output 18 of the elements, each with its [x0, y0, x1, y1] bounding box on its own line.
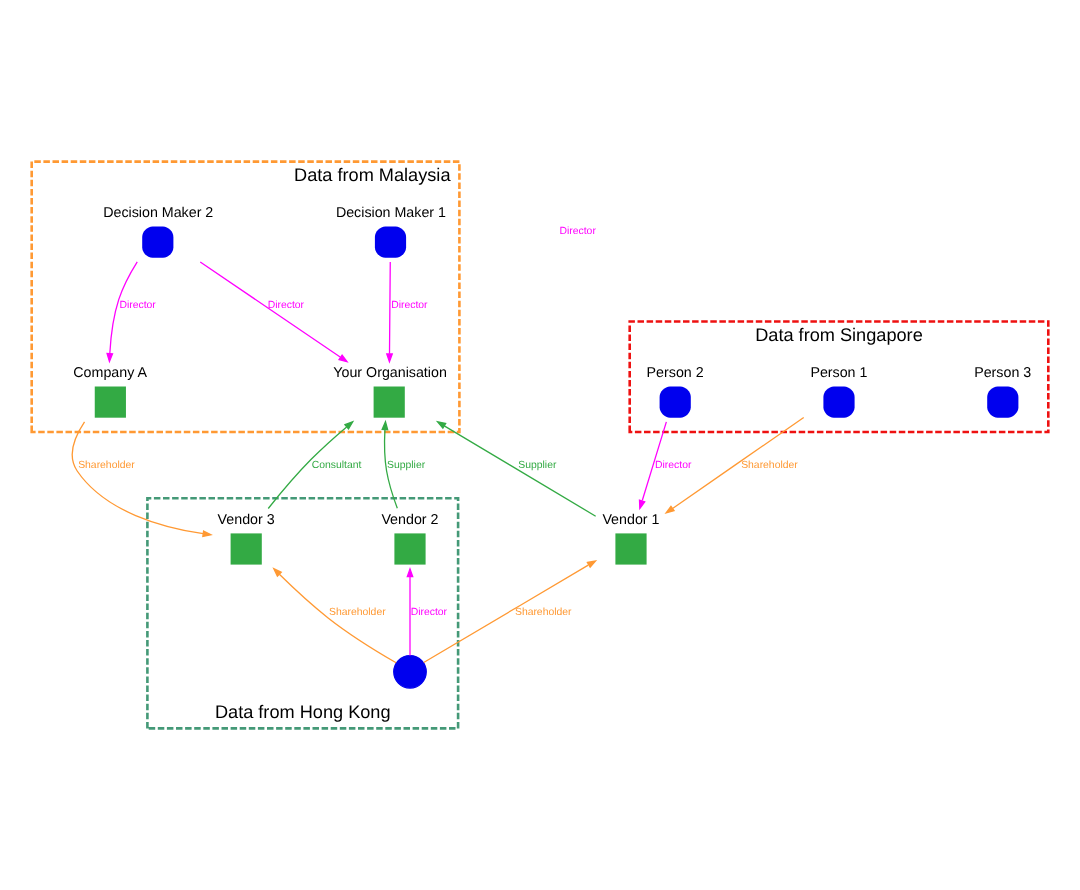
arrow [638, 421, 667, 511]
arrow [423, 559, 598, 664]
arrow [381, 419, 398, 509]
node-box [94, 386, 126, 418]
arrow [664, 416, 805, 515]
node-box [615, 533, 647, 565]
node-circle [393, 654, 427, 689]
arrow [267, 420, 355, 510]
arrow [406, 566, 414, 657]
arrow [385, 261, 394, 364]
arrow [199, 261, 349, 363]
node-box [373, 386, 405, 418]
arrow [106, 261, 138, 364]
arrow [71, 421, 213, 538]
node-box [230, 533, 262, 565]
node-box [394, 533, 426, 565]
arrow [272, 567, 397, 664]
arrow [435, 420, 597, 517]
